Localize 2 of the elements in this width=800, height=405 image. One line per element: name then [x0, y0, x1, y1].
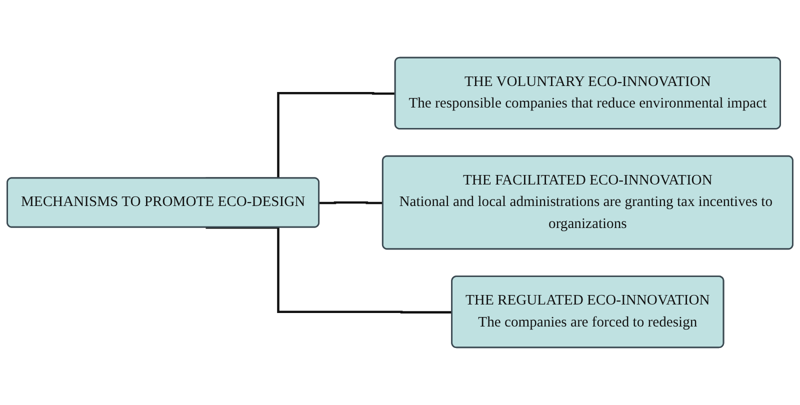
connector	[206, 226, 452, 314]
connector	[319, 201, 384, 204]
